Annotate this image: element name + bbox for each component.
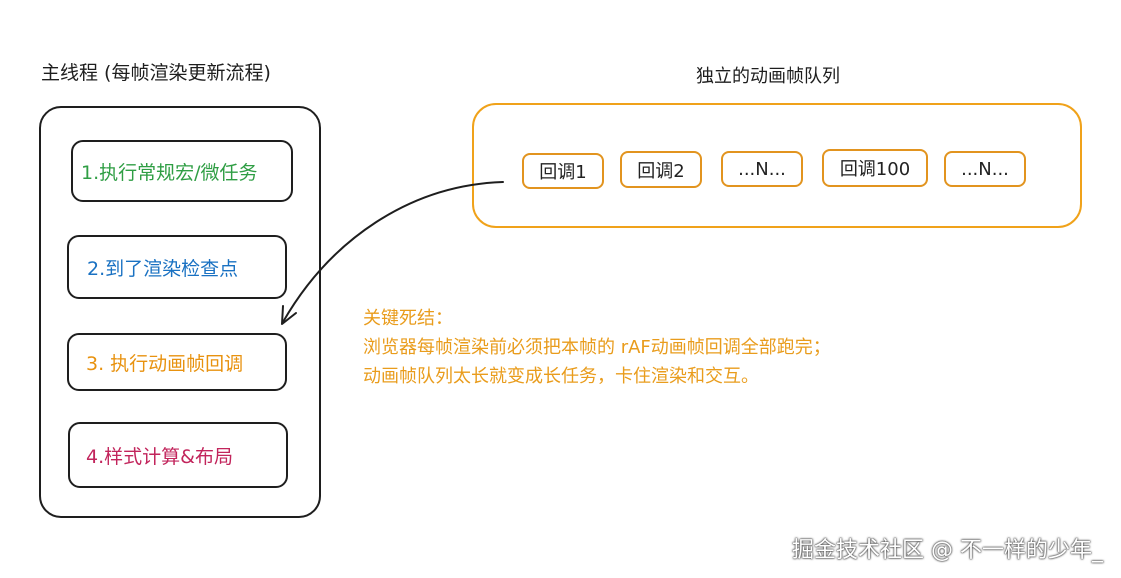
- main-thread-box: [39, 106, 321, 518]
- arrow-line: [282, 181, 504, 323]
- arrow-head: [281, 305, 297, 325]
- step-label: 3. 执行动画帧回调: [86, 352, 244, 375]
- callback-label: 回调100: [839, 159, 911, 180]
- callback-item: 回调1: [522, 153, 604, 189]
- callback-item: ...N...: [944, 151, 1026, 187]
- step-label: 1.执行常规宏/微任务: [81, 161, 258, 184]
- step-animation-frame-callbacks: 3. 执行动画帧回调: [67, 333, 287, 391]
- callback-item: 回调2: [620, 151, 702, 188]
- queue-title: 独立的动画帧队列: [696, 66, 840, 87]
- step-label: 2.到了渲染检查点: [87, 257, 239, 280]
- step-macro-micro-tasks: 1.执行常规宏/微任务: [71, 140, 293, 202]
- animation-frame-queue-box: [472, 103, 1082, 228]
- callback-label: ...N...: [961, 158, 1009, 180]
- main-thread-title: 主线程 (每帧渲染更新流程): [41, 62, 271, 84]
- step-label: 4.样式计算&布局: [86, 445, 233, 468]
- callback-label: ...N...: [738, 158, 786, 180]
- note-line: 动画帧队列太长就变成长任务，卡住渲染和交互。: [363, 366, 759, 387]
- step-render-checkpoint: 2.到了渲染检查点: [67, 235, 287, 299]
- note-heading: 关键死结：: [363, 308, 453, 329]
- callback-item: ...N...: [721, 151, 803, 187]
- deadlock-note: 关键死结： 浏览器每帧渲染前必须把本帧的 rAF动画帧回调全部跑完； 动画帧队列…: [363, 304, 831, 391]
- callback-item: 回调100: [822, 149, 928, 187]
- callback-label: 回调2: [637, 160, 685, 182]
- watermark: 掘金技术社区 @ 不一样的少年_: [792, 538, 1103, 563]
- note-line: 浏览器每帧渲染前必须把本帧的 rAF动画帧回调全部跑完；: [363, 337, 831, 358]
- step-style-layout: 4.样式计算&布局: [68, 422, 288, 488]
- callback-label: 回调1: [539, 162, 587, 183]
